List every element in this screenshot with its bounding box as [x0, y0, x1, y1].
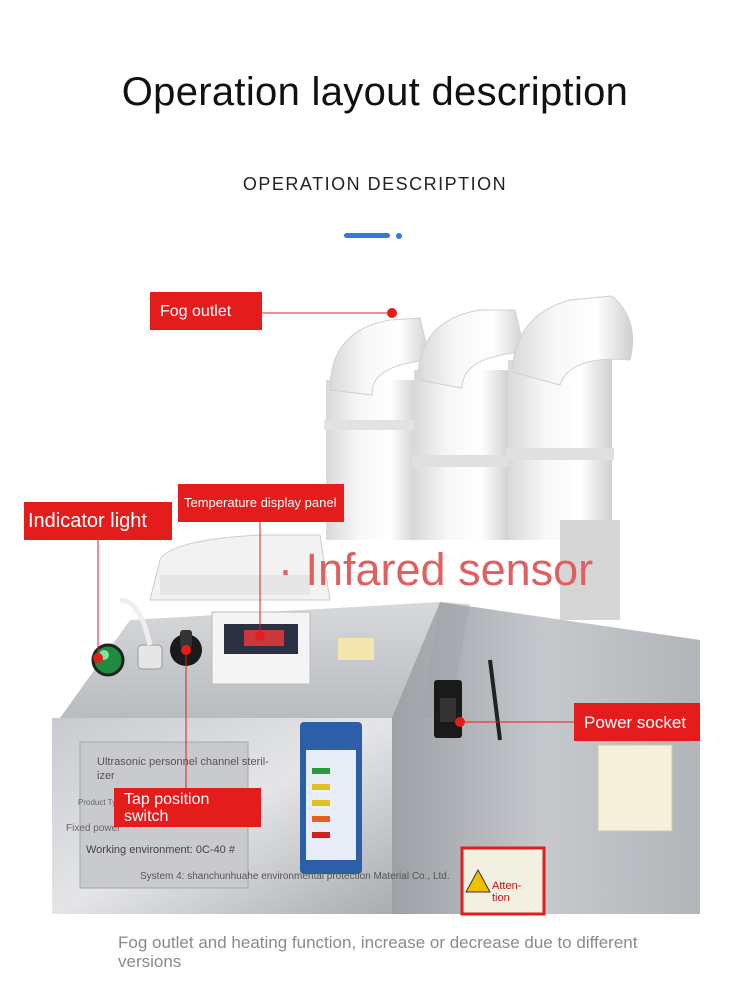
fixed-power-label: Fixed power [66, 823, 121, 834]
infrared-sensor-label: · Infared sensor [278, 544, 594, 595]
indicator-light-callout: Indicator light [24, 502, 172, 540]
decorative-line [344, 233, 390, 238]
page-title: Operation layout description [121, 70, 629, 114]
section-subtitle: OPERATION DESCRIPTION [242, 174, 508, 194]
decorative-dot [396, 233, 402, 239]
power-socket-callout: Power socket [574, 703, 700, 741]
fog-pipe-middle [412, 309, 526, 540]
system-line-text: System 4: shanchunhuahe environmental pr… [140, 871, 450, 882]
tap-switch-callout: Tap position switch [114, 788, 261, 827]
product-type-label: Product Type [78, 798, 125, 807]
footer-note: Fog outlet and heating function, increas… [118, 933, 638, 971]
nameplate-line-2: izer [97, 770, 115, 782]
working-environment-text: Working environment: 0C-40 # [86, 844, 235, 856]
fog-pipe-right [506, 295, 634, 540]
attention-label: Atten- tion [492, 880, 522, 904]
nameplate-line-1: Ultrasonic personnel channel steril- [97, 756, 269, 768]
fog-outlet-callout: Fog outlet [150, 292, 262, 330]
temperature-display-callout: Temperature display panel [178, 484, 344, 522]
